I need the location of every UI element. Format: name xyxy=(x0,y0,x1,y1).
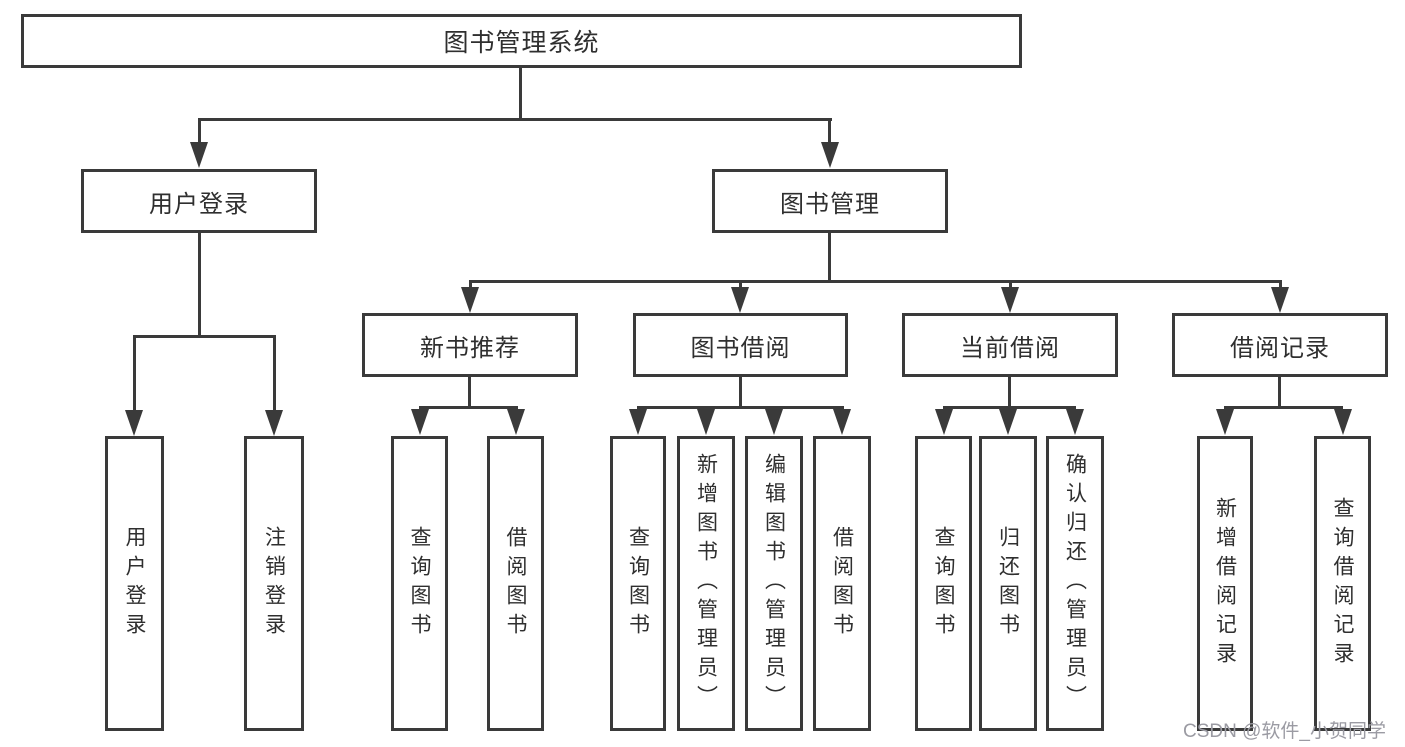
leaf-bb-edit-books-admin: 编辑图书（管理员） xyxy=(745,436,803,731)
arrowhead-to-leaf-cb-confirm xyxy=(1066,409,1084,435)
node-book-borrow: 图书借阅 xyxy=(633,313,848,377)
arrowhead-to-book-mgmt xyxy=(821,142,839,168)
arrowhead-to-leaf-nb-borrow xyxy=(507,409,525,435)
node-borrow-records: 借阅记录 xyxy=(1172,313,1388,377)
leaf-bb-borrow-books-label: 借阅图书 xyxy=(830,525,854,642)
connector-to-new-book-rec-stem xyxy=(469,280,472,290)
leaf-nb-query-books-label: 查询图书 xyxy=(408,525,431,642)
arrowhead-to-leaf-bb-query xyxy=(629,409,647,435)
leaf-logout: 注销登录 xyxy=(244,436,304,731)
node-new-book-rec-label: 新书推荐 xyxy=(420,334,520,362)
arrowhead-to-current-borrow xyxy=(1001,287,1019,313)
leaf-nb-borrow-books-label: 借阅图书 xyxy=(504,525,527,642)
node-book-mgmt-label: 图书管理 xyxy=(780,190,880,218)
node-current-borrow: 当前借阅 xyxy=(902,313,1118,377)
arrowhead-to-book-borrow xyxy=(731,287,749,313)
leaf-br-query-record: 查询借阅记录 xyxy=(1314,436,1371,731)
connector-book-borrow-stem xyxy=(739,377,742,408)
node-book-borrow-label: 图书借阅 xyxy=(690,334,791,362)
arrowhead-to-leaf-bb-add xyxy=(697,409,715,435)
leaf-cb-confirm-return-admin-label: 确认归还（管理员） xyxy=(1063,453,1087,714)
csdn-watermark: CSDN @软件_小贺同学 xyxy=(1183,721,1386,742)
leaf-bb-edit-books-admin-label: 编辑图书（管理员） xyxy=(762,453,786,714)
connector-current-borrow-stem xyxy=(1008,377,1011,408)
leaf-user-login: 用户登录 xyxy=(105,436,164,731)
leaf-nb-query-books: 查询图书 xyxy=(391,436,448,731)
node-root-system-label: 图书管理系统 xyxy=(443,29,600,57)
arrowhead-to-new-book-rec xyxy=(461,287,479,313)
arrowhead-to-leaf-bb-edit xyxy=(765,409,783,435)
leaf-cb-query-books: 查询图书 xyxy=(915,436,972,731)
arrowhead-to-leaf-br-add xyxy=(1216,409,1234,435)
leaf-bb-query-books-label: 查询图书 xyxy=(626,525,650,642)
connector-current-borrow-bar xyxy=(943,406,1076,409)
leaf-cb-return-books-label: 归还图书 xyxy=(996,525,1020,642)
connector-root-stem xyxy=(519,68,522,121)
node-borrow-records-label: 借阅记录 xyxy=(1230,334,1330,362)
node-user-login-label: 用户登录 xyxy=(149,190,249,218)
connector-to-leaf-user-login-stem xyxy=(133,335,136,412)
leaf-user-login-label: 用户登录 xyxy=(123,525,146,642)
connector-root-bar xyxy=(198,118,832,121)
arrowhead-to-leaf-cb-query xyxy=(935,409,953,435)
connector-borrow-records-stem xyxy=(1278,377,1281,408)
connector-to-leaf-logout-stem xyxy=(273,335,276,412)
node-root-system: 图书管理系统 xyxy=(21,14,1022,68)
leaf-bb-add-books-admin-label: 新增图书（管理员） xyxy=(694,453,718,714)
arrowhead-to-user-login xyxy=(190,142,208,168)
leaf-br-add-record: 新增借阅记录 xyxy=(1197,436,1253,731)
connector-to-borrow-records-stem xyxy=(1279,280,1282,290)
connector-new-book-rec-stem xyxy=(468,377,471,408)
connector-user-login-stem xyxy=(198,233,201,337)
leaf-cb-query-books-label: 查询图书 xyxy=(932,525,955,642)
connector-borrow-records-bar xyxy=(1224,406,1343,409)
node-new-book-rec: 新书推荐 xyxy=(362,313,578,377)
connector-book-mgmt-bar xyxy=(469,280,1282,283)
leaf-nb-borrow-books: 借阅图书 xyxy=(487,436,544,731)
node-book-mgmt: 图书管理 xyxy=(712,169,948,233)
connector-to-book-mgmt-stem xyxy=(828,118,831,144)
arrowhead-to-borrow-records xyxy=(1271,287,1289,313)
leaf-bb-query-books: 查询图书 xyxy=(610,436,666,731)
leaf-br-query-record-label: 查询借阅记录 xyxy=(1331,496,1354,671)
leaf-cb-return-books: 归还图书 xyxy=(979,436,1037,731)
arrowhead-to-leaf-logout xyxy=(265,410,283,436)
leaf-logout-label: 注销登录 xyxy=(262,525,286,642)
connector-user-login-bar xyxy=(133,335,276,338)
node-user-login: 用户登录 xyxy=(81,169,317,233)
arrowhead-to-leaf-user-login xyxy=(125,410,143,436)
arrowhead-to-leaf-nb-query xyxy=(411,409,429,435)
arrowhead-to-leaf-br-query xyxy=(1334,409,1352,435)
leaf-br-add-record-label: 新增借阅记录 xyxy=(1213,496,1237,671)
leaf-bb-add-books-admin: 新增图书（管理员） xyxy=(677,436,735,731)
connector-to-user-login-stem xyxy=(198,118,201,144)
connector-book-mgmt-stem xyxy=(828,233,831,282)
leaf-bb-borrow-books: 借阅图书 xyxy=(813,436,871,731)
connector-new-book-rec-bar xyxy=(419,406,518,409)
leaf-cb-confirm-return-admin: 确认归还（管理员） xyxy=(1046,436,1104,731)
connector-to-current-borrow-stem xyxy=(1009,280,1012,290)
connector-to-book-borrow-stem xyxy=(739,280,742,290)
connector-book-borrow-bar xyxy=(637,406,844,409)
arrowhead-to-leaf-bb-borrow xyxy=(833,409,851,435)
node-current-borrow-label: 当前借阅 xyxy=(960,334,1060,362)
arrowhead-to-leaf-cb-return xyxy=(999,409,1017,435)
